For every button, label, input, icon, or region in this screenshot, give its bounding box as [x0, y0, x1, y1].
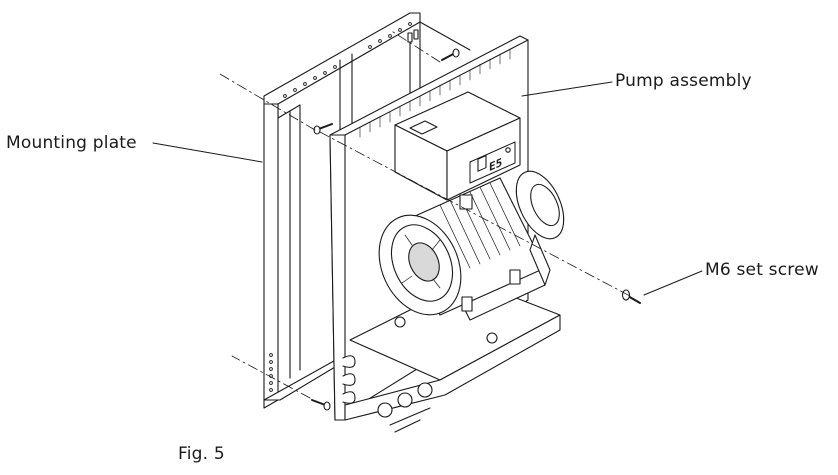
pump-motor — [378, 170, 565, 321]
leader-lines — [152, 81, 703, 296]
screw-top — [441, 48, 460, 61]
end-cap-vents — [401, 234, 441, 289]
control-box: E5 — [394, 91, 521, 210]
mounting-plate — [263, 12, 471, 409]
base-holes — [377, 382, 433, 418]
label-pump-assembly: Pump assembly — [615, 71, 752, 91]
screw-bottom — [311, 399, 331, 411]
alignment-lines — [219, 29, 631, 399]
label-mounting-plate: Mounting plate — [6, 133, 137, 153]
label-m6-set-screw: M6 set screw — [705, 260, 819, 280]
m6-set-screw — [621, 289, 641, 304]
slotted-holes — [342, 355, 356, 404]
screw-middle — [313, 123, 333, 135]
display-readout: E5 — [489, 155, 502, 174]
figure-caption: Fig. 5 — [178, 444, 225, 464]
rail-holes-top — [283, 22, 412, 98]
backplate-fins — [359, 48, 511, 138]
